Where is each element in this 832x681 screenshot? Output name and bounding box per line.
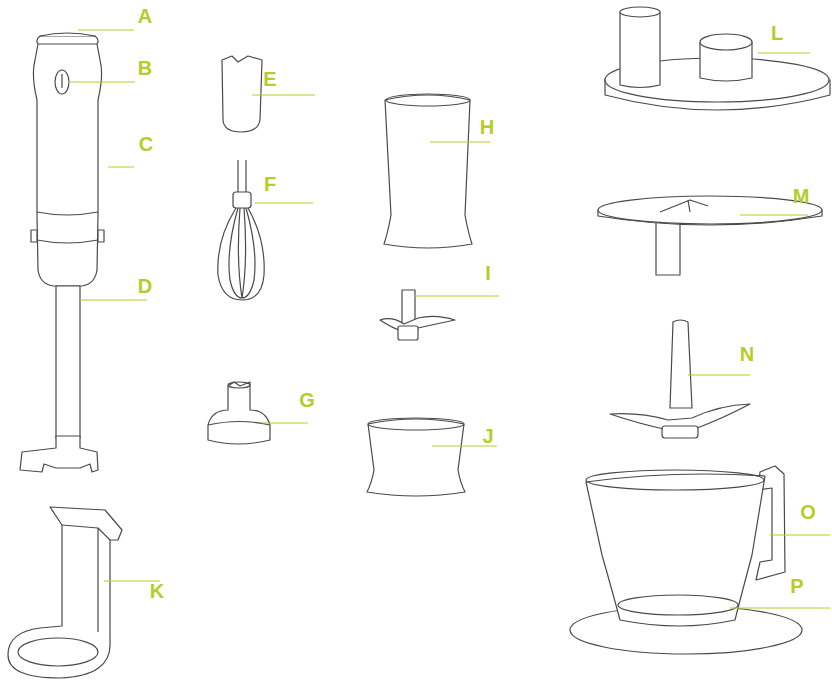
part-letter: L	[771, 23, 783, 43]
leader-line	[255, 203, 313, 204]
motor-body	[33, 36, 101, 286]
feed-tube	[620, 12, 660, 88]
speed-button	[55, 70, 69, 94]
band-clip	[98, 230, 104, 242]
blade-base	[662, 426, 698, 438]
socket-top	[700, 34, 752, 50]
leader-line	[740, 215, 808, 216]
leader-line	[758, 53, 810, 54]
whisk-wires	[218, 208, 264, 300]
top-cap	[38, 33, 97, 44]
part-letter: E	[263, 69, 276, 89]
leader-line	[108, 167, 134, 168]
part-letter: D	[138, 276, 152, 296]
button-line	[61, 74, 62, 88]
disc-top	[598, 196, 822, 224]
leader-line	[730, 608, 830, 609]
stand-ring	[18, 638, 98, 666]
part-letter: M	[793, 186, 810, 206]
part-letter: H	[480, 117, 494, 137]
part-letter: P	[790, 576, 803, 596]
part-letter: N	[740, 344, 754, 364]
band-clip	[31, 230, 37, 242]
blade-hub	[398, 326, 418, 340]
stand-edge	[62, 525, 110, 632]
part-letter: G	[299, 390, 315, 410]
part-letter: B	[138, 58, 152, 78]
leader-line	[415, 296, 499, 297]
part-letter: I	[485, 263, 491, 283]
bowl	[586, 474, 765, 626]
leader-line	[78, 30, 134, 31]
part-letter: K	[150, 581, 164, 601]
leader-line	[252, 95, 315, 96]
part-letter: F	[264, 174, 276, 194]
blender-shaft	[56, 286, 80, 438]
leader-line	[770, 535, 830, 536]
body-band	[37, 212, 98, 243]
bowl-bottom	[618, 595, 738, 615]
part-letter: O	[800, 502, 816, 522]
leader-line	[688, 375, 750, 376]
adapter-top	[228, 382, 250, 388]
leader-line	[430, 142, 490, 143]
blade-guard	[20, 436, 98, 472]
part-letter: J	[482, 426, 493, 446]
disc-blade	[660, 200, 708, 212]
part-letter: A	[138, 6, 152, 26]
whisk-pin	[245, 160, 246, 192]
bowl-rim	[586, 470, 764, 490]
beaker-rim	[386, 94, 470, 106]
leader-line	[262, 423, 308, 424]
coupler-cap	[222, 56, 262, 132]
blade-column	[670, 320, 692, 408]
chopper-cup	[367, 419, 465, 496]
leader-line	[68, 82, 135, 83]
part-letter: C	[139, 134, 153, 154]
whisk-pin	[237, 160, 238, 192]
whisk-adapter	[208, 382, 270, 444]
tube-top	[620, 7, 660, 17]
leader-line	[80, 300, 147, 301]
beaker	[384, 95, 472, 248]
cup-rim	[368, 418, 464, 430]
stand	[8, 507, 122, 678]
whisk-collar	[233, 192, 251, 208]
